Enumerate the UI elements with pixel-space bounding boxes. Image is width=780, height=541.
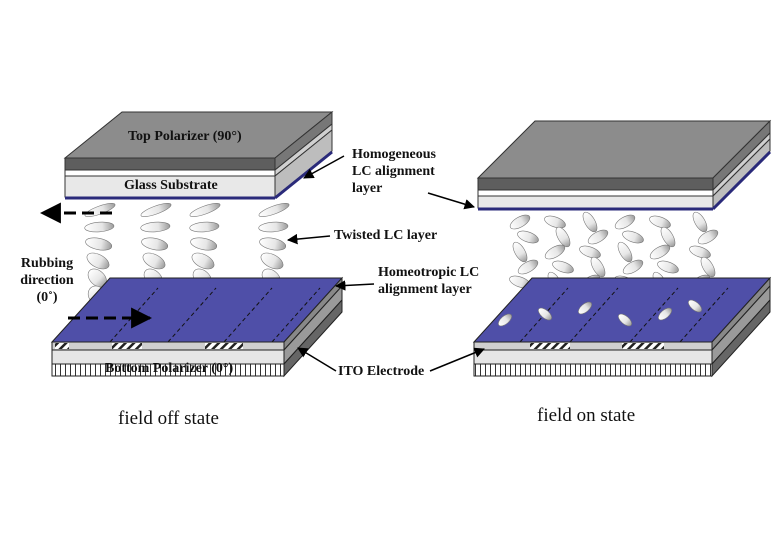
right-homogeneous-edge-side xyxy=(711,150,772,211)
left-glass-side xyxy=(274,128,333,199)
twisted-lc-label: Twisted LC layer xyxy=(334,228,438,243)
lc-molecule xyxy=(660,226,676,248)
caption-field-on: field on state xyxy=(537,405,636,426)
lc-molecule xyxy=(141,237,169,251)
homeotropic-label: Homeotropic LC alignment layer xyxy=(378,264,479,298)
left-ito-stripe-3 xyxy=(205,343,243,349)
lc-molecule xyxy=(582,211,598,233)
lc-molecule xyxy=(85,237,113,251)
homeotropic-label-line-1: Homeotropic LC xyxy=(378,265,480,280)
homogeneous-label: Homogeneous LC alignment layer xyxy=(352,146,436,197)
lc-molecule xyxy=(578,301,592,315)
arrow-ito-left xyxy=(297,347,337,372)
right-bottom-stack xyxy=(472,276,772,378)
right-ito-stripe-2 xyxy=(622,343,664,349)
lc-molecule xyxy=(140,203,172,217)
lc-molecule xyxy=(509,214,531,230)
lc-molecule xyxy=(658,307,672,321)
lc-molecule xyxy=(538,307,552,321)
right-top-thin-layer xyxy=(477,189,714,197)
rubbing-direction-label: Rubbing direction (0˚) xyxy=(12,255,82,306)
lc-molecule xyxy=(259,237,287,251)
lc-molecule xyxy=(544,244,566,260)
lc-molecule xyxy=(517,259,539,275)
top-polarizer-label: Top Polarizer (90°) xyxy=(128,129,242,144)
lc-molecule xyxy=(579,245,601,259)
electrode-dash-line xyxy=(271,287,321,343)
lc-molecule xyxy=(190,237,218,251)
lc-molecule xyxy=(140,221,171,233)
left-top-polarizer-front xyxy=(64,157,276,171)
rubbing-label-line-2: direction xyxy=(20,273,74,288)
lc-molecule xyxy=(692,211,708,233)
left-ito-layer xyxy=(51,341,285,351)
homeotropic-label-line-2: alignment layer xyxy=(378,282,472,297)
lc-molecule xyxy=(258,221,289,233)
lc-molecule xyxy=(587,229,609,245)
lc-molecule xyxy=(84,203,116,217)
lc-molecule xyxy=(657,260,679,274)
lc-molecule xyxy=(189,221,220,233)
glass-substrate-label: Glass Substrate xyxy=(124,178,218,193)
caption-field-off: field off state xyxy=(118,408,219,429)
lc-molecule xyxy=(260,252,284,270)
lc-molecule xyxy=(617,241,633,263)
lc-molecule xyxy=(555,226,571,248)
homogeneous-label-line-1: Homogeneous xyxy=(352,147,436,162)
rubbing-label-line-1: Rubbing xyxy=(20,256,74,271)
lc-molecule xyxy=(590,256,606,278)
lc-molecule xyxy=(498,313,512,327)
electrode-dash-line xyxy=(679,287,729,343)
right-bottom-polarizer xyxy=(473,363,713,377)
lc-molecule xyxy=(512,241,528,263)
electrode-dash-line xyxy=(223,287,273,343)
electrode-dash-line xyxy=(569,287,619,343)
electrode-dash-line xyxy=(629,287,679,343)
left-ito-stripe-2 xyxy=(112,343,142,349)
left-ito-stripe-1 xyxy=(55,343,69,349)
arrow-homogeneous-right xyxy=(427,192,476,210)
arrow-homogeneous xyxy=(303,155,345,179)
arrow-homeotropic xyxy=(334,280,375,291)
bottom-polarizer-label: Bottom Polarizer (0°) xyxy=(105,361,234,376)
homogeneous-label-line-2: LC alignment xyxy=(352,164,435,179)
lc-molecule xyxy=(517,230,539,244)
lc-molecule xyxy=(86,252,110,270)
lc-molecule xyxy=(689,245,711,259)
right-top-stack xyxy=(476,119,772,211)
right-bottom-glass xyxy=(473,349,713,365)
lc-molecule xyxy=(688,299,702,313)
lc-molecule xyxy=(697,229,719,245)
right-top-polarizer-front xyxy=(477,177,714,191)
lc-molecule xyxy=(191,252,215,270)
lc-molecule xyxy=(649,244,671,260)
rubbing-label-line-3: (0˚) xyxy=(36,290,58,305)
left-top-thin-layer xyxy=(64,169,276,177)
right-lc-arches xyxy=(498,299,702,327)
lc-molecule xyxy=(544,215,566,229)
ito-electrode-label: ITO Electrode xyxy=(338,364,425,379)
lc-molecule xyxy=(622,230,644,244)
right-bottom-polarizer-side xyxy=(711,298,771,378)
right-ito-stripe-1 xyxy=(530,343,570,349)
lc-molecule xyxy=(614,214,636,230)
lc-molecule xyxy=(84,221,115,233)
lc-molecule xyxy=(649,215,671,229)
lc-molecule xyxy=(700,256,716,278)
lc-molecule xyxy=(618,313,632,327)
right-glass-side xyxy=(712,137,771,210)
arrow-ito-right xyxy=(429,347,485,372)
right-ito-layer xyxy=(473,341,713,351)
right-glass-substrate xyxy=(477,195,714,209)
lc-molecule xyxy=(258,203,290,217)
arrow-twisted xyxy=(286,233,331,245)
lc-molecule xyxy=(142,252,166,270)
lc-molecule xyxy=(189,203,221,217)
homogeneous-label-line-3: layer xyxy=(352,181,383,196)
lc-molecule xyxy=(552,260,574,274)
electrode-dash-line xyxy=(167,287,217,343)
lc-molecule xyxy=(622,259,644,275)
